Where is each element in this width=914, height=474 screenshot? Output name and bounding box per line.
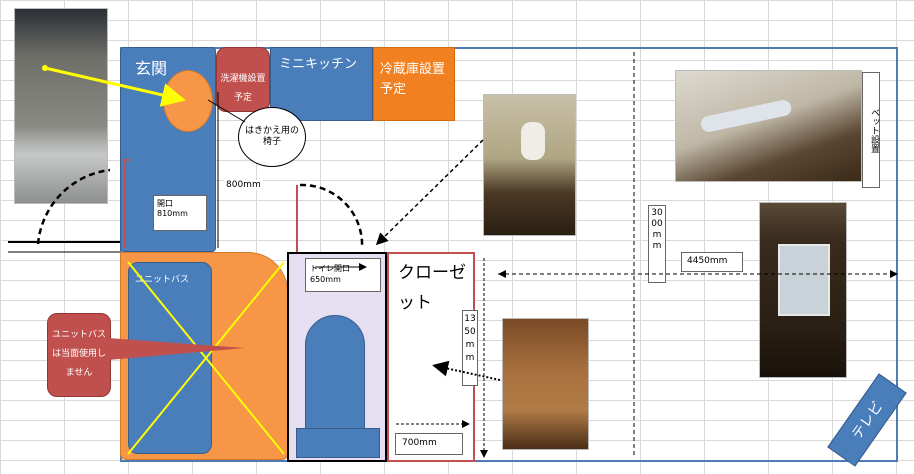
opening-810-label: 開口810mm: [157, 199, 188, 218]
entrance-arrow-dot: [42, 65, 48, 71]
mini-kitchen-label: ミニキッチン: [279, 57, 358, 72]
bed-label: ベット設置: [869, 107, 879, 153]
toilet-photo: [483, 94, 576, 236]
entrance-photo: [14, 8, 108, 204]
toilet-opening-label: トイレ開口650mm: [310, 264, 350, 284]
note-pointer: [108, 338, 245, 360]
unit-bath-x2: [127, 261, 285, 455]
genkan-label: 玄関: [135, 59, 168, 78]
unit-bath-note-text: ユニットバスは当面使用しません: [52, 330, 107, 378]
dim-3000-label: 3000mm: [651, 208, 663, 251]
washer-label: 洗濯機設置予定: [220, 74, 266, 103]
dim-1350-label: 1350mm: [464, 314, 476, 363]
dim-1350-box: 1350mm: [462, 310, 478, 386]
entrance-door-arc: [36, 168, 111, 245]
room-photo-window: [778, 244, 830, 316]
bubble-pointer: [207, 99, 246, 123]
toilet-bowl: [305, 315, 365, 430]
closet-photo: [502, 318, 589, 450]
toilet-door-arc: [299, 183, 364, 249]
dim-3000-box: 3000mm: [648, 205, 666, 283]
toilet-photo-arrow: [375, 139, 484, 246]
closet-label: クローゼット: [398, 263, 466, 313]
unit-bath-note: ユニットバスは当面使用しません: [47, 313, 111, 397]
bed-label-box: ベット設置: [862, 72, 880, 188]
fridge-label: 冷蔵庫設置予定: [380, 62, 446, 97]
mini-kitchen-box: ミニキッチン: [270, 47, 373, 121]
width-800-label: 800mm: [224, 180, 263, 190]
dim-700-box: 700mm: [395, 433, 463, 455]
chair-label: はきかえ用の椅子: [245, 126, 300, 147]
genkan-wall: [124, 159, 130, 248]
dim-4450-label: 4450mm: [687, 256, 728, 266]
chair-speech-bubble: はきかえ用の椅子: [238, 107, 306, 167]
unit-bath-label: ユニットバス: [135, 275, 190, 285]
toilet-photo-bowl: [521, 122, 545, 160]
fridge-box: 冷蔵庫設置予定: [373, 47, 455, 121]
washer-box: 洗濯機設置予定: [216, 47, 270, 112]
opening-810-box: 開口810mm: [153, 195, 207, 231]
entrance-yellow-arrow: [44, 66, 186, 107]
dim-700-label: 700mm: [402, 438, 437, 448]
closet-photo-arrow: [432, 360, 501, 381]
toilet-tank: [296, 428, 380, 458]
dim-4450-box: 4450mm: [681, 252, 743, 272]
toilet-opening-box: トイレ開口650mm: [305, 258, 381, 292]
